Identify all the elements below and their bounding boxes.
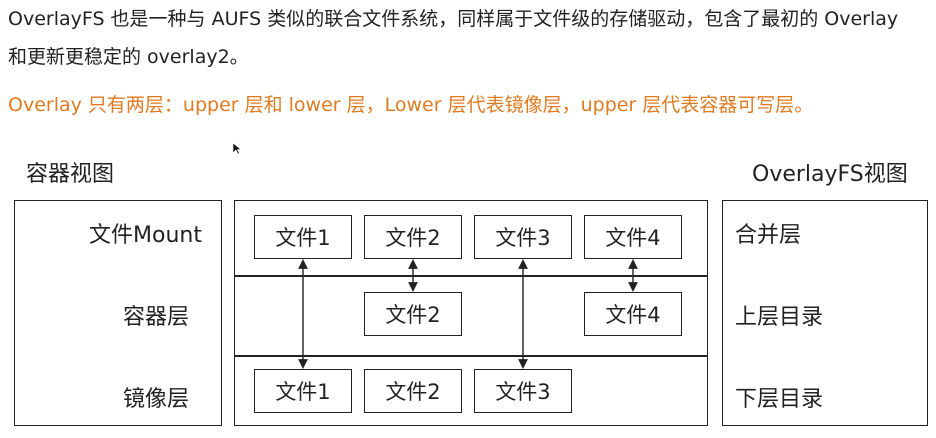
label-lower-dir: 下层目录 <box>735 387 824 412</box>
mount-file-4: 文件4 <box>584 215 682 259</box>
image-file-1: 文件1 <box>254 369 352 413</box>
mount-file-3: 文件3 <box>474 215 572 259</box>
container-view-heading: 容器视图 <box>26 162 115 187</box>
intro-line-1: OverlayFS 也是一种与 AUFS 类似的联合文件系统，同样属于文件级的存… <box>8 8 899 30</box>
label-merged-layer: 合并层 <box>735 223 802 248</box>
overlayfs-view-heading: OverlayFS视图 <box>752 162 908 187</box>
label-container-layer: 容器层 <box>123 305 190 330</box>
overlayfs-view-panel: 合并层 上层目录 下层目录 <box>722 200 928 426</box>
container-view-panel: 文件Mount 容器层 镜像层 <box>14 200 222 426</box>
divider-upper-lower <box>235 355 707 357</box>
container-file-4: 文件4 <box>584 292 682 336</box>
divider-merged-upper <box>235 275 707 277</box>
intro-line-2: 和更新更稳定的 overlay2。 <box>8 46 249 68</box>
mount-file-1: 文件1 <box>254 215 352 259</box>
image-file-2: 文件2 <box>364 369 462 413</box>
image-file-3: 文件3 <box>474 369 572 413</box>
label-image-layer: 镜像层 <box>123 387 190 412</box>
overlay-highlight-text: Overlay 只有两层：upper 层和 lower 层，Lower 层代表镜… <box>8 94 814 116</box>
label-file-mount: 文件Mount <box>89 223 202 248</box>
label-upper-dir: 上层目录 <box>735 305 824 330</box>
container-file-2: 文件2 <box>364 292 462 336</box>
mouse-cursor-icon <box>233 143 242 155</box>
mount-file-2: 文件2 <box>364 215 462 259</box>
